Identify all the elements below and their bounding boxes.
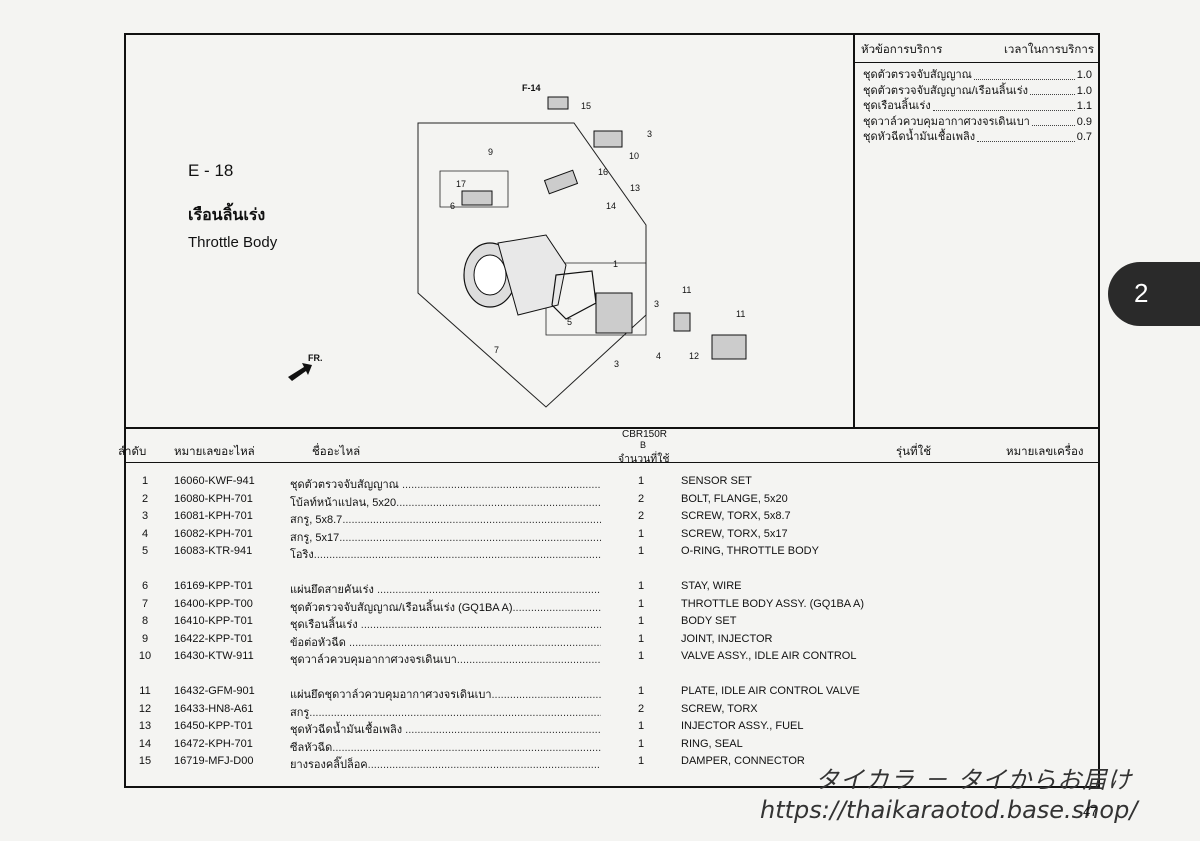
callout-13: 13: [630, 183, 640, 193]
chapter-tab-number: 2: [1134, 278, 1149, 308]
callout-7: 7: [494, 345, 499, 355]
body-set-outline: [439, 170, 509, 208]
idle-air-control-valve: [711, 334, 747, 360]
fuel-injector: [543, 169, 579, 195]
sensor-set-outline: [545, 262, 647, 336]
header-model-used: รุ่นที่ใช้: [896, 446, 932, 458]
chapter-tab: 2: [1108, 262, 1200, 326]
header-part-name: ชื่ออะไหล่: [312, 446, 361, 458]
callout-11: 11: [682, 285, 691, 295]
watermark-japanese: タイカラ － タイからお届け: [815, 766, 1133, 794]
callout-9: 10: [629, 151, 639, 161]
callout-3b: 3: [614, 359, 619, 369]
callout-4: 4: [656, 351, 661, 361]
parts-catalog-frame: E - 18 เรือนลิ้นเร่ง Throttle Body: [118, 33, 1100, 788]
header-engine-no: หมายเลขเครื่อง: [1006, 446, 1084, 458]
header-no: ลำดับ: [118, 446, 147, 458]
callout-12: 12: [689, 351, 699, 361]
callout-10: 11: [736, 309, 745, 319]
ref-f14: F-14: [522, 83, 541, 93]
callout-17: 17: [456, 179, 466, 189]
section-code: E - 18: [188, 161, 234, 180]
callout-16: 16: [598, 167, 608, 177]
page-number: 47: [1083, 804, 1098, 819]
watermark-url: https://thaikaraotod.base.shop/: [760, 796, 1138, 824]
diagram-area: E - 18 เรือนลิ้นเร่ง Throttle Body: [126, 35, 853, 427]
section-title-thai: เรือนลิ้นเร่ง: [188, 207, 266, 224]
callout-1: 1: [613, 259, 618, 269]
wire-stay: [461, 190, 493, 206]
fr-label: FR.: [308, 353, 323, 363]
callout-15: 15: [581, 101, 591, 111]
front-arrow-icon: [288, 363, 312, 381]
callout-3a: 3: [654, 299, 659, 309]
header-qty: จำนวนที่ใช้: [618, 453, 670, 465]
sensor-block: [595, 292, 633, 334]
o-ring-gasket: [551, 270, 597, 320]
service-header-time: เวลาในการบริการ: [1003, 44, 1094, 56]
service-header-item: หัวข้อการบริการ: [861, 44, 943, 56]
parts-table-header: ลำดับ หมายเลขอะไหล่ ชื่ออะไหล่ CBR150R B…: [118, 427, 1098, 465]
callout-8: 9: [488, 147, 493, 157]
service-time-panel: หัวข้อการบริการ เวลาในการบริการ ชุดตัวตร…: [853, 35, 1098, 427]
iac-plate: [673, 312, 691, 332]
exploded-diagram: F-14 15 3 10 9 16 13 17 6 14 1 11 3 5 11…: [288, 83, 747, 408]
callout-6: 6: [450, 201, 455, 211]
callout-14: 14: [606, 201, 616, 211]
header-model: CBR150R: [622, 429, 668, 440]
throttle-body-housing: [497, 234, 567, 316]
callout-5: 5: [567, 317, 572, 327]
throttle-body-inner: [473, 254, 507, 296]
header-model-variant: B: [640, 440, 647, 450]
injector-joint: [593, 130, 623, 148]
service-panel-header: หัวข้อการบริการ เวลาในการบริการ: [855, 35, 1098, 63]
callout-2: 3: [647, 129, 652, 139]
section-title-english: Throttle Body: [188, 234, 278, 251]
connector-damper: [547, 96, 569, 110]
header-part-number: หมายเลขอะไหล่: [174, 446, 255, 458]
